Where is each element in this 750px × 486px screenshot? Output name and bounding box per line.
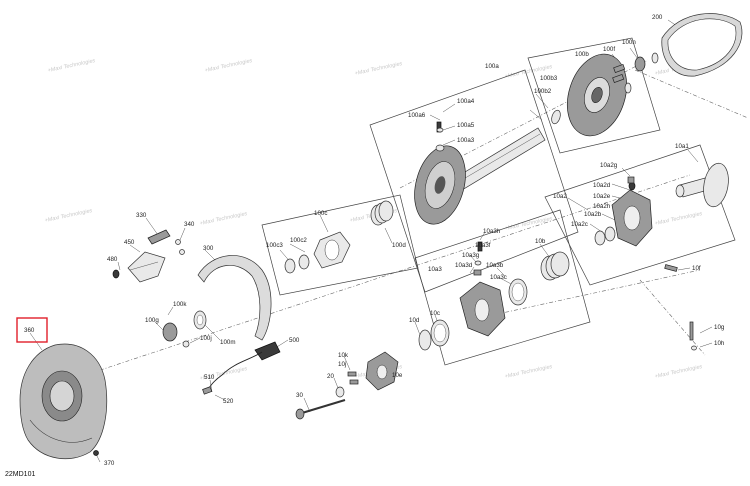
callout-100c2: 100c2 <box>290 237 307 244</box>
callout-20: 20 <box>327 373 334 380</box>
callout-340: 340 <box>184 221 195 228</box>
callout-100c: 100c <box>314 210 327 217</box>
spring-part-100d <box>370 200 394 226</box>
callout-10g: 10g <box>714 324 725 331</box>
box-100a <box>369 69 579 293</box>
callout-100b: 100b <box>575 51 589 58</box>
callout-360: 360 <box>24 327 35 334</box>
callout-10d: 10d <box>409 317 420 324</box>
callout-500: 500 <box>289 337 300 344</box>
spring-part-10b <box>540 251 570 281</box>
callout-10a3d: 10a3d <box>455 262 473 269</box>
watermark: +Maxi Technologies <box>204 58 253 74</box>
diagram-code: 22MD101 <box>5 471 35 478</box>
sensor-part-500 <box>202 341 281 395</box>
callout-10a2h: 10a2h <box>593 203 611 210</box>
callout-30: 30 <box>296 392 303 399</box>
callout-10c: 10c <box>430 310 440 317</box>
callout-10a2g: 10a2g <box>600 162 618 169</box>
watermark: +Maxi Technologies <box>47 58 96 74</box>
callout-520: 520 <box>223 398 234 405</box>
box-10a2 <box>544 144 736 286</box>
guard-part-300 <box>197 255 272 341</box>
washer-parts-100k <box>162 310 207 348</box>
callout-10a3g: 10a3g <box>462 252 480 259</box>
callout-10a2: 10a2 <box>553 193 567 200</box>
callout-10a3: 10a3 <box>428 266 442 273</box>
box-100b <box>527 37 661 154</box>
callout-10a3f: 10a3f <box>475 242 491 249</box>
callout-100c3: 100c3 <box>266 242 283 249</box>
callout-10a2b: 10a2b <box>584 211 602 218</box>
hub-part-10k <box>295 351 399 420</box>
callout-480: 480 <box>107 256 118 263</box>
callout-labels: 200 100b 100f 100n 100a 100b3 100b2 100a… <box>24 14 725 467</box>
callout-510: 510 <box>204 374 215 381</box>
callout-100j: 100j <box>200 335 212 342</box>
belt-part-200 <box>661 13 743 77</box>
box-100c <box>261 194 419 296</box>
callout-10a2e: 10a2e <box>593 193 611 200</box>
callout-100k: 100k <box>173 301 187 308</box>
callout-10k: 10k <box>338 352 349 359</box>
callout-10a3h: 10a3h <box>483 228 501 235</box>
watermark: +Maxi Technologies <box>654 211 703 227</box>
callout-100d: 100d <box>392 242 406 249</box>
watermark: +Maxi Technologies <box>504 216 553 232</box>
callout-100f: 100f <box>603 46 615 53</box>
watermark: +Maxi Technologies <box>44 208 93 224</box>
ring-part-10c <box>418 319 450 351</box>
callout-200: 200 <box>652 14 663 21</box>
callout-10a3b: 10a3b <box>486 262 504 269</box>
callout-100a6: 100a6 <box>408 112 426 119</box>
callout-100m: 100m <box>220 339 235 346</box>
callout-100a3: 100a3 <box>457 137 475 144</box>
callout-10a2d: 10a2d <box>593 182 611 189</box>
callout-300: 300 <box>203 245 214 252</box>
callout-10j: 10j <box>338 361 346 368</box>
fixed-sheave-part-100a <box>414 121 546 225</box>
watermark: +Maxi Technologies <box>504 364 553 380</box>
spider-part-10a3 <box>459 241 528 337</box>
watermark: +Maxi Technologies <box>199 211 248 227</box>
callout-100a5: 100a5 <box>457 122 475 129</box>
callout-10a1: 10a1 <box>675 143 689 150</box>
cam-part-10a2 <box>594 176 653 247</box>
hub-part-100c <box>284 231 351 274</box>
sheave-part-100b <box>551 53 627 137</box>
watermark: +Maxi Technologies <box>654 364 703 380</box>
callout-100a: 100a <box>485 63 499 70</box>
bracket-part-450 <box>112 229 185 283</box>
fasteners-10f <box>664 264 697 351</box>
subassembly-frames <box>261 37 736 366</box>
watermark: +Maxi Technologies <box>354 61 403 77</box>
callout-10e: 10e <box>392 372 403 379</box>
callout-10f: 10f <box>692 265 701 272</box>
callout-10a3c: 10a3c <box>490 274 507 281</box>
callout-100b3: 100b3 <box>540 75 558 82</box>
callout-10b: 10b <box>535 238 546 245</box>
highlight-box <box>16 317 48 343</box>
callout-370: 370 <box>104 460 115 467</box>
housing-part-360 <box>19 343 108 460</box>
callout-100n: 100n <box>622 39 636 46</box>
callout-10h: 10h <box>714 340 725 347</box>
callout-100a4: 100a4 <box>457 98 475 105</box>
callout-10a2c: 10a2c <box>571 221 588 228</box>
callout-330: 330 <box>136 212 147 219</box>
callout-100b2: 100b2 <box>534 88 552 95</box>
fasteners-100f <box>612 52 659 94</box>
callout-450: 450 <box>124 239 135 246</box>
callout-100g: 100g <box>145 317 159 324</box>
sheave-part-10a1 <box>675 162 729 208</box>
